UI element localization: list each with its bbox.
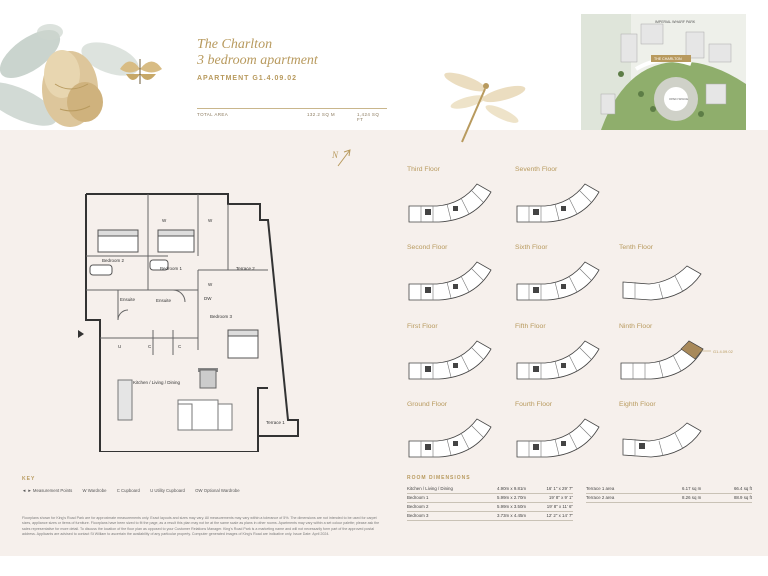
key-plan-fourth bbox=[516, 418, 600, 458]
room-name: Bedroom 2 bbox=[407, 504, 429, 509]
area-sqft: 1,424 SQ FT bbox=[357, 112, 380, 122]
terrace-name: Terrace 2 area bbox=[586, 495, 615, 500]
room-metric: 3.73m x 4.45m bbox=[497, 513, 527, 518]
cupboard-mark-b: C bbox=[178, 344, 182, 349]
key-item-utility: U Utility Cupboard bbox=[150, 488, 185, 493]
floor-label-eighth: Eighth Floor bbox=[619, 401, 656, 408]
total-area-row: TOTAL AREA 132.2 SQ M 1,424 SQ FT bbox=[197, 108, 387, 122]
room-imperial: 19' 8" x 9' 1" bbox=[548, 495, 573, 500]
floor-label-first: First Floor bbox=[407, 323, 438, 330]
key-plan-sixth bbox=[516, 261, 600, 301]
room-label-terrace-2: Terrace 2 bbox=[236, 266, 255, 271]
key-plan-ninth: G1.4.09.02 bbox=[620, 340, 734, 380]
development-name: The Charlton bbox=[197, 37, 273, 52]
key-plan-first bbox=[408, 340, 492, 380]
table-row: Bedroom 2 5.99m x 3.50m 19' 8" x 11' 6" bbox=[407, 503, 573, 512]
room-metric: 5.99m x 2.70m bbox=[497, 495, 527, 500]
table-row: Terrace 1 area 6.17 sq m 66.4 sq ft bbox=[586, 485, 752, 494]
room-imperial: 19' 8" x 11' 6" bbox=[546, 504, 573, 509]
floor-label-ninth: Ninth Floor bbox=[619, 323, 653, 330]
room-metric: 4.90m x 9.81m bbox=[497, 486, 527, 491]
room-name: Kitchen / Living / Dining bbox=[407, 486, 453, 491]
key-item-optional-wardrobe: OW Optional Wardrobe bbox=[195, 488, 240, 493]
key-item-measurement: ◄ ► Measurement Points bbox=[22, 488, 73, 493]
table-row: Terrace 2 area 8.26 sq m 88.9 sq ft bbox=[586, 494, 752, 503]
room-label-ensuite-a: Ensuite bbox=[120, 297, 136, 302]
apartment-floorplan: Bedroom 2 Bedroom 1 Terrace 2 Ensuite En… bbox=[78, 193, 299, 452]
area-sqm: 132.2 SQ M bbox=[307, 112, 336, 117]
dw-mark: DW bbox=[204, 296, 212, 301]
terrace-metric: 8.26 sq m bbox=[682, 495, 702, 500]
floor-label-fourth: Fourth Floor bbox=[515, 401, 553, 408]
botanical-illustration bbox=[0, 24, 162, 127]
wardrobe-mark-a: W bbox=[162, 218, 167, 223]
wardrobe-mark-b: W bbox=[208, 218, 213, 223]
brochure-sheet: The Charlton 3 bedroom apartment APARTME… bbox=[0, 14, 768, 556]
room-dimensions-left: Kitchen / Living / Dining 4.90m x 9.81m … bbox=[407, 485, 573, 521]
north-arrow-icon: N bbox=[331, 149, 351, 167]
utility-mark: U bbox=[118, 344, 121, 349]
north-letter: N bbox=[331, 150, 339, 160]
room-dimensions-title: ROOM DIMENSIONS bbox=[407, 475, 471, 481]
room-label-bedroom-3: Bedroom 3 bbox=[210, 314, 233, 319]
highlight-unit-label: G1.4.09.02 bbox=[713, 349, 734, 354]
terrace-imperial: 88.9 sq ft bbox=[733, 495, 752, 500]
room-name: Bedroom 3 bbox=[407, 513, 429, 518]
sitemap-label-top: IMPERIAL WHARF PARK bbox=[655, 20, 696, 24]
floor-label-ground: Ground Floor bbox=[407, 401, 448, 408]
key-title: KEY bbox=[22, 476, 36, 482]
table-row: Kitchen / Living / Dining 4.90m x 9.81m … bbox=[407, 485, 573, 494]
floor-label-fifth: Fifth Floor bbox=[515, 323, 546, 330]
wardrobe-mark-c: W bbox=[208, 282, 213, 287]
site-map: IMPERIAL WHARF PARK THE CHARLTON OPEN SP… bbox=[581, 14, 746, 130]
table-row: Bedroom 3 3.73m x 4.45m 12' 2" x 14' 7" bbox=[407, 512, 573, 521]
room-name: Bedroom 1 bbox=[407, 495, 429, 500]
table-row: Bedroom 1 5.99m x 2.70m 19' 8" x 9' 1" bbox=[407, 494, 573, 503]
header-band: The Charlton 3 bedroom apartment APARTME… bbox=[0, 14, 768, 130]
key-plan-ground bbox=[408, 418, 492, 458]
sitemap-label-building: THE CHARLTON bbox=[654, 57, 682, 61]
key-item-cupboard: C Cupboard bbox=[116, 488, 140, 493]
area-label: TOTAL AREA bbox=[197, 112, 229, 117]
room-label-terrace-1: Terrace 1 bbox=[266, 420, 285, 425]
dragonfly-illustration bbox=[444, 72, 526, 143]
terrace-imperial: 66.4 sq ft bbox=[733, 486, 752, 491]
room-label-bedroom-2: Bedroom 2 bbox=[102, 258, 125, 263]
key-plan-tenth bbox=[622, 265, 702, 301]
floor-label-tenth: Tenth Floor bbox=[619, 244, 654, 251]
apartment-code: APARTMENT G1.4.09.02 bbox=[197, 75, 298, 82]
key-item-wardrobe: W Wardrobe bbox=[82, 488, 107, 493]
room-label-kitchen-living: Kitchen / Living / Dining bbox=[133, 380, 181, 385]
room-label-bedroom-1: Bedroom 1 bbox=[160, 266, 183, 271]
key-plan-eighth bbox=[622, 422, 702, 458]
floor-label-seventh: Seventh Floor bbox=[515, 166, 558, 173]
key-plan-seventh bbox=[516, 183, 600, 223]
floor-label-third: Third Floor bbox=[407, 166, 440, 173]
room-imperial: 16' 1" x 29' 7" bbox=[546, 486, 573, 491]
room-metric: 5.99m x 3.50m bbox=[497, 504, 527, 509]
key-plan-fifth bbox=[516, 340, 600, 380]
floor-label-second: Second Floor bbox=[407, 244, 448, 251]
terrace-metric: 6.17 sq m bbox=[682, 486, 702, 491]
room-dimensions-right: Terrace 1 area 6.17 sq m 66.4 sq ft Terr… bbox=[586, 485, 752, 521]
cupboard-mark-a: C bbox=[148, 344, 152, 349]
floor-label-sixth: Sixth Floor bbox=[515, 244, 548, 251]
room-imperial: 12' 2" x 14' 7" bbox=[546, 513, 573, 518]
room-label-ensuite-b: Ensuite bbox=[156, 298, 172, 303]
key-plan-second bbox=[408, 261, 492, 301]
key-legend: KEY ◄ ► Measurement Points W Wardrobe C … bbox=[22, 476, 382, 493]
terrace-name: Terrace 1 area bbox=[586, 486, 615, 491]
apartment-type: 3 bedroom apartment bbox=[197, 53, 318, 68]
room-dimensions: ROOM DIMENSIONS Kitchen / Living / Dinin… bbox=[407, 475, 752, 521]
sitemap-label-centre: OPEN SPACE bbox=[669, 97, 688, 101]
disclaimer-text: Floorplans shown for King's Road Park ar… bbox=[22, 516, 380, 537]
key-plan-third bbox=[408, 183, 492, 223]
